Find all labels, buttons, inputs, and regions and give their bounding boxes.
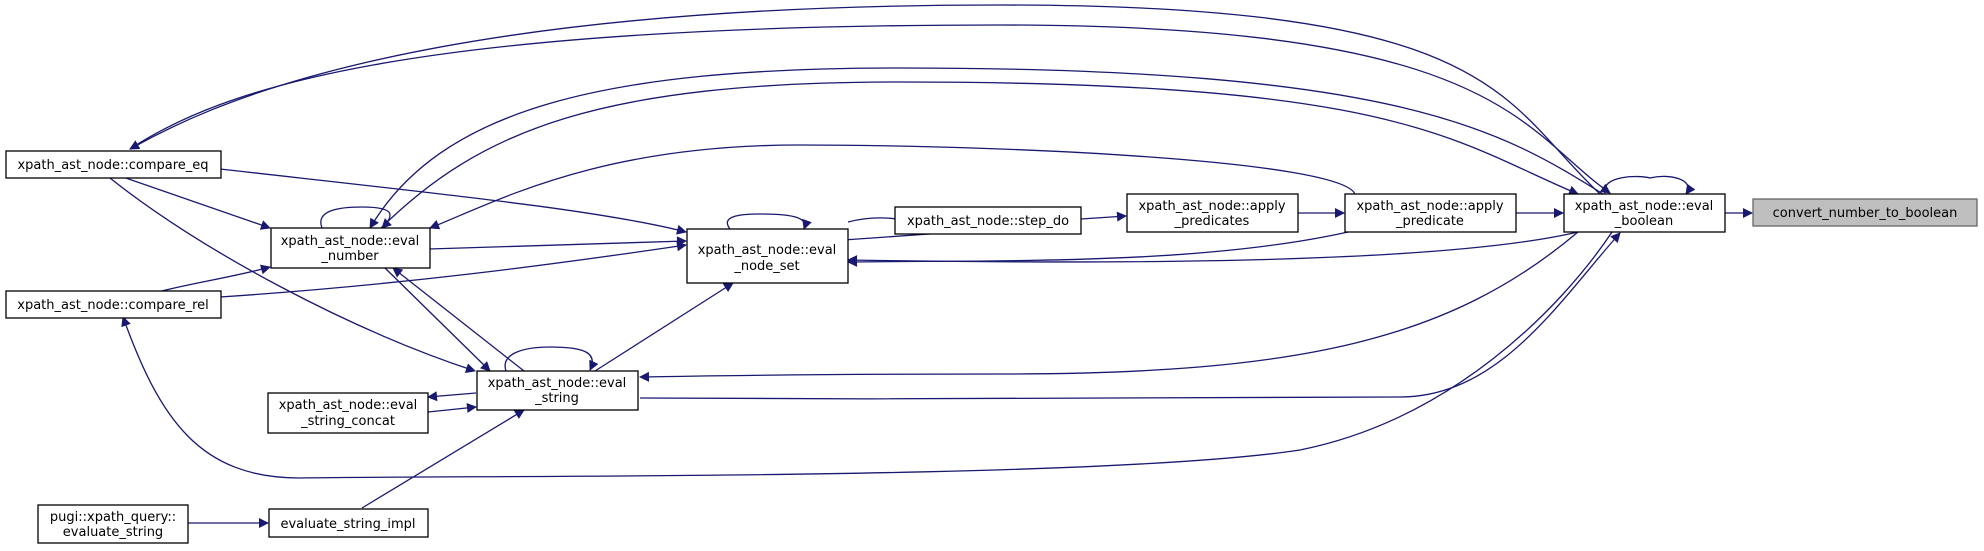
node-label-line-2: _string_concat	[300, 414, 395, 429]
node-label-line-2: _predicates	[1174, 214, 1250, 229]
node-eval-node-set[interactable]: xpath_ast_node::eval _node_set	[686, 228, 849, 284]
node-label: xpath_ast_node::compare_rel	[17, 298, 209, 313]
node-box	[1126, 193, 1299, 233]
node-box	[1344, 193, 1517, 233]
node-label-line-1: xpath_ast_node::apply	[1356, 199, 1503, 214]
node-eval-boolean[interactable]: xpath_ast_node::eval _boolean	[1563, 193, 1726, 233]
edge-eval-boolean-to-eval-string-a	[639, 231, 1579, 382]
edge-eval-boolean-to-compare-eq-a	[129, 4, 1601, 195]
edge-compare-eq-to-eval-node-set	[219, 168, 687, 235]
edge-eval-number-self-loop	[320, 206, 392, 229]
edge-compare-eq-to-eval-number	[122, 176, 271, 230]
edge-eval-number-to-eval-string	[384, 267, 491, 372]
node-apply-predicate[interactable]: xpath_ast_node::apply _predicate	[1344, 193, 1517, 233]
edge-compare-eq-to-eval-string	[109, 177, 476, 373]
node-label-line-2: _boolean	[1614, 214, 1673, 229]
node-label-line-1: pugi::xpath_query::	[50, 510, 176, 525]
node-label-line-2: evaluate_string	[63, 525, 163, 540]
node-apply-predicates[interactable]: xpath_ast_node::apply _predicates	[1126, 193, 1299, 233]
node-box	[270, 227, 431, 269]
node-label-line-2: _node_set	[733, 259, 799, 274]
edge-eval-string-to-eval-boolean	[639, 232, 1621, 400]
node-label-line-2: _string	[534, 391, 579, 406]
node-box	[686, 228, 849, 284]
node-box	[268, 508, 429, 538]
edge-eval-string-to-eval-number	[392, 267, 525, 372]
node-compare-eq[interactable]: xpath_ast_node::compare_eq	[5, 150, 222, 179]
edge-apply-predicate-to-eval-number	[429, 144, 1356, 230]
edge-compare-eq-to-eval-boolean	[129, 24, 1611, 194]
node-label-line-1: xpath_ast_node::apply	[1138, 199, 1285, 214]
node-label-line-1: xpath_ast_node::eval	[698, 243, 837, 258]
edge-eval-boolean-to-compare-rel	[121, 231, 1613, 479]
node-eval-number[interactable]: xpath_ast_node::eval _number	[270, 227, 431, 269]
edge-eval-boolean-self-loop	[1604, 175, 1696, 195]
edge-eval-boolean-to-eval-node-set	[847, 231, 1579, 266]
node-convert-number-to-boolean[interactable]: convert_number_to_boolean	[1752, 198, 1978, 227]
node-box	[894, 206, 1082, 235]
node-box	[1563, 193, 1726, 233]
edge-eval-string-to-eval-string-concat	[427, 391, 477, 402]
node-eval-string[interactable]: xpath_ast_node::eval _string	[476, 370, 639, 411]
node-label: xpath_ast_node::step_do	[907, 214, 1069, 229]
edge-eval-string-self-loop	[504, 346, 599, 372]
node-label-line-1: xpath_ast_node::eval	[1575, 199, 1714, 214]
edge-step-do-to-apply-predicates	[1080, 211, 1127, 222]
node-label: evaluate_string_impl	[280, 517, 415, 532]
node-eval-string-concat[interactable]: xpath_ast_node::eval _string_concat	[267, 392, 429, 434]
edge-eval-string-concat-to-eval-string	[427, 402, 477, 413]
edge-eval-boolean-to-eval-number-a	[369, 67, 1604, 229]
edge-apply-predicate-to-eval-node-set	[847, 231, 1349, 267]
node-evaluate-string-impl[interactable]: evaluate_string_impl	[268, 508, 429, 538]
node-compare-rel[interactable]: xpath_ast_node::compare_rel	[5, 290, 222, 319]
node-box	[1752, 198, 1978, 227]
node-label-line-1: xpath_ast_node::eval	[281, 234, 420, 249]
edge-eval-number-to-eval-boolean	[379, 81, 1579, 230]
node-label-line-2: _number	[320, 249, 379, 264]
edge-compare-rel-to-eval-node-set	[219, 241, 687, 298]
node-label-line-2: _predicate	[1395, 214, 1464, 229]
node-label-line-1: xpath_ast_node::eval	[488, 376, 627, 391]
edge-eval-number-to-eval-node-set	[428, 236, 687, 250]
node-box	[476, 370, 639, 411]
node-box	[267, 392, 429, 434]
node-box	[5, 290, 222, 319]
edge-eval-node-set-self-loop	[726, 213, 812, 230]
node-label: xpath_ast_node::compare_eq	[17, 158, 208, 173]
node-label: convert_number_to_boolean	[1773, 206, 1958, 221]
node-evaluate-string[interactable]: pugi::xpath_query:: evaluate_string	[37, 504, 189, 544]
edge-evaluate-string-impl-to-eval-string	[361, 409, 525, 509]
node-box	[37, 504, 189, 544]
edge-eval-string-to-eval-node-set	[594, 282, 734, 372]
edges	[109, 4, 1753, 528]
node-step-do[interactable]: xpath_ast_node::step_do	[894, 206, 1082, 235]
node-box	[5, 150, 222, 179]
node-label-line-1: xpath_ast_node::eval	[279, 398, 418, 413]
